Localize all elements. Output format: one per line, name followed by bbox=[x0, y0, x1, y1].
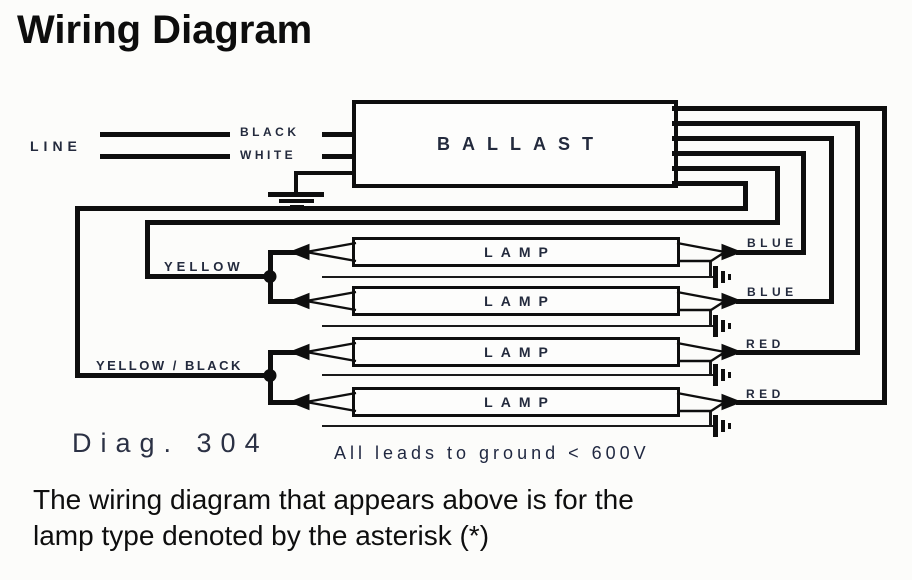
line-black-wire bbox=[100, 132, 230, 137]
wire-yellowblack-to-junction bbox=[75, 373, 273, 378]
ground-icon bbox=[713, 415, 718, 437]
lamp4-right-pin-bottom-link bbox=[710, 400, 726, 413]
wire-yellow-to-junction bbox=[145, 274, 273, 279]
ground-icon bbox=[721, 369, 725, 381]
ground-lead-line-4 bbox=[322, 425, 716, 427]
lamp1-box: LAMP bbox=[352, 237, 680, 267]
white-wire-label: WHITE bbox=[240, 148, 297, 162]
lamp3-box: LAMP bbox=[352, 337, 680, 367]
lamp4-left-pin-top bbox=[305, 391, 357, 404]
lamp4-left-pin-bottom bbox=[305, 400, 357, 413]
wire-yellowblack-vertical-right bbox=[743, 181, 748, 211]
branch-to-lamp1 bbox=[268, 250, 300, 255]
lamp4-label: LAMP bbox=[484, 394, 556, 410]
black-wire-stub bbox=[322, 132, 356, 137]
lamp2-right-pin-top bbox=[676, 290, 726, 303]
yellowblack-junction-vertical bbox=[268, 350, 273, 404]
ground-icon bbox=[713, 364, 718, 386]
ground-icon bbox=[713, 266, 718, 288]
lamp3-right-pin-top bbox=[676, 341, 726, 354]
branch-to-lamp3 bbox=[268, 350, 300, 355]
line-label: LINE bbox=[30, 138, 82, 154]
wire-red2-to-lamp4 bbox=[736, 400, 887, 405]
ground-icon bbox=[728, 372, 731, 378]
branch-to-lamp2 bbox=[268, 299, 300, 304]
yellow-junction-vertical bbox=[268, 250, 273, 304]
branch-to-lamp4 bbox=[268, 400, 300, 405]
lamp4-box: LAMP bbox=[352, 387, 680, 417]
yellow-black-wire-label: YELLOW / BLACK bbox=[96, 358, 243, 373]
wire-yellowblack-top bbox=[672, 181, 748, 186]
wire-blue2-vertical bbox=[829, 136, 834, 304]
ground-note-label: All leads to ground < 600V bbox=[334, 443, 650, 463]
lamp2-left-pin-top bbox=[305, 290, 357, 303]
ballast-label: BALLAST bbox=[437, 134, 605, 154]
wire-red2-top bbox=[672, 106, 886, 111]
wire-blue2-top bbox=[672, 136, 834, 141]
ballast-box: BALLAST bbox=[352, 100, 678, 188]
lamp1-label: LAMP bbox=[484, 244, 556, 260]
white-wire-stub bbox=[322, 154, 356, 159]
lamp1-right-pin-bottom-link bbox=[710, 250, 726, 263]
wire-red2-vertical bbox=[882, 106, 887, 405]
wire-yellow-top bbox=[672, 166, 780, 171]
ground-icon bbox=[279, 199, 314, 203]
wire-yellowblack-vertical-left bbox=[75, 206, 80, 378]
lamp3-ground-drop bbox=[709, 361, 712, 375]
wire-yellow-vertical-right bbox=[775, 166, 780, 225]
line-white-wire bbox=[100, 154, 230, 159]
footer-note: The wiring diagram that appears above is… bbox=[33, 484, 634, 551]
lamp3-left-pin-bottom bbox=[305, 350, 357, 363]
wire-red1-top bbox=[672, 121, 860, 126]
lamp3-label: LAMP bbox=[484, 344, 556, 360]
lamp4-ground-drop bbox=[709, 411, 712, 426]
lamp3-left-pin-top bbox=[305, 341, 357, 354]
lamp1-wire-label: BLUE bbox=[747, 236, 798, 250]
wire-red1-vertical bbox=[855, 121, 860, 355]
lamp4-right-pin-top bbox=[676, 391, 726, 404]
yellow-wire-label: YELLOW bbox=[164, 259, 244, 274]
ground-icon bbox=[728, 423, 731, 429]
lamp1-left-pin-bottom bbox=[305, 250, 357, 263]
wire-yellowblack-horizontal bbox=[75, 206, 748, 211]
ground-icon bbox=[268, 192, 324, 197]
lamp1-right-pin-top bbox=[676, 241, 726, 254]
ground-icon bbox=[721, 271, 725, 283]
ground-lead-line-1 bbox=[322, 276, 716, 278]
wire-yellow-horizontal bbox=[145, 220, 780, 225]
lamp2-box: LAMP bbox=[352, 286, 680, 316]
ground-lead-line-3 bbox=[322, 374, 716, 376]
lamp3-wire-label: RED bbox=[746, 337, 785, 351]
ground-icon bbox=[728, 274, 731, 280]
lamp3-right-pin-bottom-link bbox=[710, 350, 726, 363]
wire-blue1-vertical bbox=[801, 151, 806, 255]
wire-blue1-top bbox=[672, 151, 806, 156]
page-title: Wiring Diagram bbox=[17, 8, 313, 52]
ground-icon bbox=[721, 320, 725, 332]
wire-red1-to-lamp3 bbox=[736, 350, 860, 355]
ground-icon bbox=[721, 420, 725, 432]
diagram-number-label: Diag. 304 bbox=[72, 428, 269, 458]
lamp1-left-pin-top bbox=[305, 241, 357, 254]
wire-blue1-to-lamp1 bbox=[736, 250, 806, 255]
lamp2-ground-drop bbox=[709, 310, 712, 326]
ballast-ground-stub-h bbox=[296, 171, 354, 175]
lamp4-wire-label: RED bbox=[746, 387, 785, 401]
ground-lead-line-2 bbox=[322, 325, 716, 327]
wire-blue2-to-lamp2 bbox=[736, 299, 834, 304]
lamp2-right-pin-bottom-link bbox=[710, 299, 726, 312]
ground-icon bbox=[728, 323, 731, 329]
lamp2-left-pin-bottom bbox=[305, 299, 357, 312]
lamp1-ground-drop bbox=[709, 261, 712, 277]
ballast-ground-stub-v bbox=[294, 171, 298, 194]
ground-icon bbox=[713, 315, 718, 337]
lamp2-label: LAMP bbox=[484, 293, 556, 309]
wire-yellow-vertical-left bbox=[145, 220, 150, 279]
lamp2-wire-label: BLUE bbox=[747, 285, 798, 299]
black-wire-label: BLACK bbox=[240, 125, 300, 139]
